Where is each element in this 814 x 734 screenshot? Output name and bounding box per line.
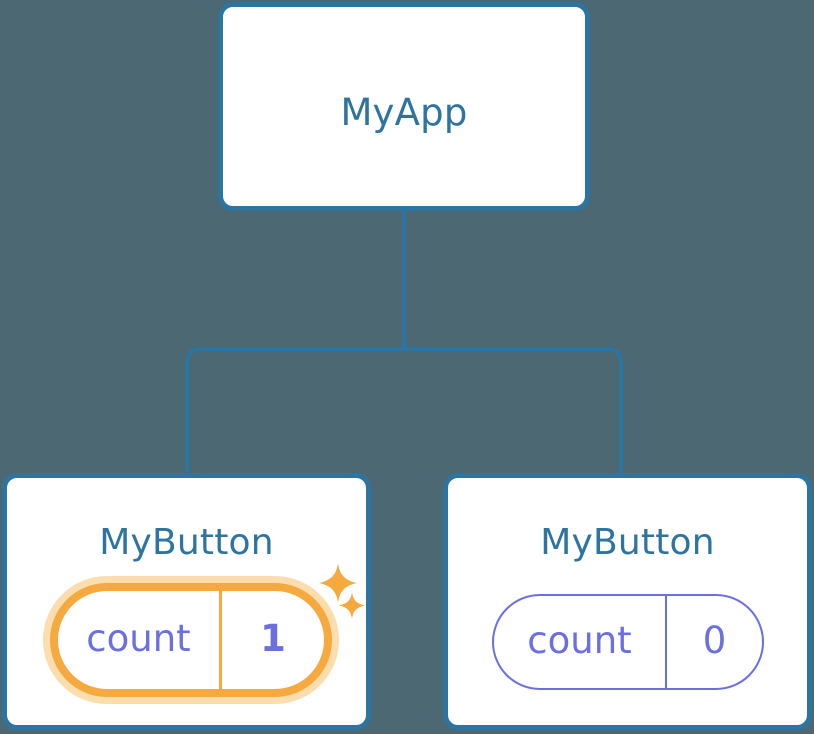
node-title-mybutton-left: MyButton bbox=[99, 522, 274, 563]
state-pill-glow-ring bbox=[43, 576, 339, 704]
node-card-mybutton-left[interactable]: MyButton count 1 bbox=[2, 473, 371, 730]
node-title-mybutton-right: MyButton bbox=[540, 522, 715, 563]
state-pill-highlighted-wrapper: count 1 bbox=[43, 576, 339, 704]
state-value-left: 1 bbox=[260, 616, 286, 660]
connector-branches bbox=[185, 347, 623, 473]
state-pill-count-left[interactable]: count 1 bbox=[50, 583, 332, 697]
state-key-right: count bbox=[494, 596, 667, 688]
state-pill-count-right[interactable]: count 0 bbox=[492, 594, 764, 690]
state-key-left: count bbox=[58, 591, 222, 689]
node-card-mybutton-right[interactable]: MyButton count 0 bbox=[443, 473, 812, 730]
node-title-myapp: MyApp bbox=[340, 91, 468, 134]
node-card-myapp[interactable]: MyApp bbox=[218, 2, 590, 211]
state-value-right: 0 bbox=[702, 618, 727, 662]
